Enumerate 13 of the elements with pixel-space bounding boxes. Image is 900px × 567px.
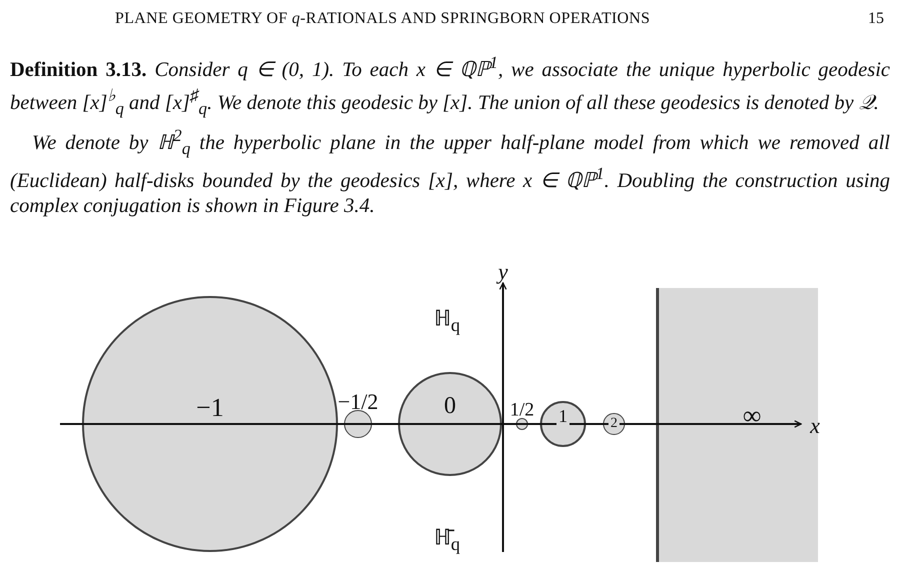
- region-label: ℍ̄$_{q}$: [434, 526, 460, 554]
- axis-label: y: [498, 261, 508, 283]
- region-label: ∞: [742, 403, 762, 429]
- page-number: 15: [868, 10, 884, 28]
- disk-label: −1/2: [338, 391, 378, 413]
- running-header: PLANE GEOMETRY OF q-RATIONALS AND SPRINGBORN OPERATIONS: [115, 10, 650, 28]
- disk-label: 1/2: [510, 400, 534, 420]
- body-paragraph: We denote by ℍ$^{2}$$_{q}$ the hyperbolic plane in the upper half-plane model from which we removed all (Euclidean) half-disks bounded by the geodesics [x], where x ∈ ℚℙ$^{1}$. Doubling the construction using complex conjugation is shown in Figure 3.4.: [10, 125, 890, 219]
- axis-label: x: [810, 415, 820, 437]
- disk-label: −1: [196, 395, 224, 421]
- disk-label: 0: [444, 394, 456, 418]
- region-label: ℍ$_{q}$: [434, 308, 460, 334]
- definition-paragraph: Definition 3.13. Consider q ∈ (0, 1). To each x ∈ ℚℙ$^{1}$, we associate the unique hyperbolic geodesic between [x]$^{♭}$$_{q}$ and [x]$^{♯}$$_{q}$. We denote this geodesic by [x]. The union of all these geodesics is denoted by 𝒬.: [10, 52, 890, 120]
